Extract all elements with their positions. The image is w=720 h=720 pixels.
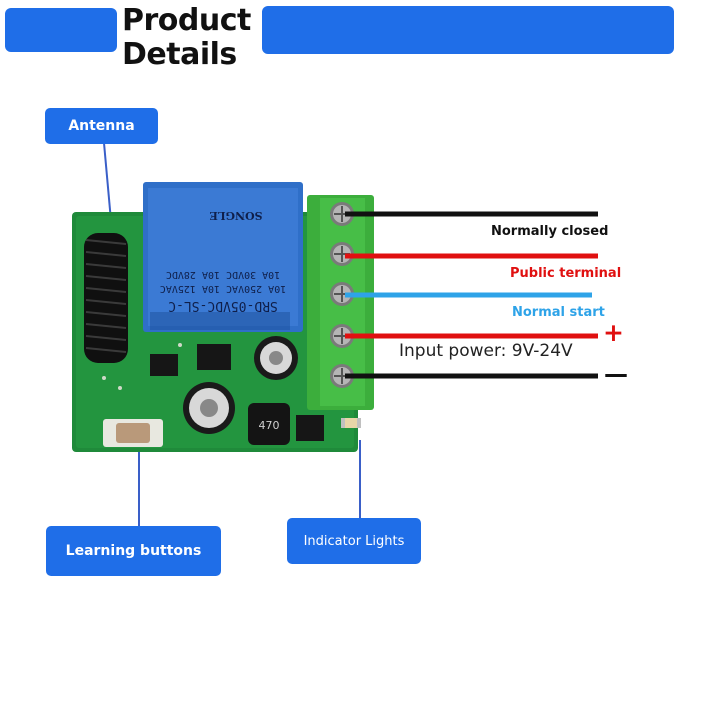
ic-chip-small: [150, 354, 178, 376]
terminal-block: [307, 195, 374, 410]
relay-rating-1: 10A 250VAC 10A 125VAC: [160, 283, 286, 294]
title-line-2: Details: [122, 37, 237, 72]
relay-model-text: SRD-05VDC-SL-C: [168, 298, 278, 313]
antenna-coil: [84, 233, 128, 363]
label-normally-closed: Normally closed: [491, 224, 609, 239]
negative-symbol: —: [604, 360, 628, 388]
header-bar-right: [262, 6, 674, 54]
capacitor-bottom: [183, 382, 235, 434]
ic-chip: [197, 344, 231, 370]
header-bar-left: [5, 8, 117, 52]
terminal-screw-4: [330, 324, 354, 348]
positive-symbol: +: [603, 318, 624, 347]
page-title: Product Details: [122, 4, 262, 72]
relay-brand-text: SONGLE: [209, 209, 262, 222]
title-line-1: Product: [122, 3, 251, 38]
callout-learning-buttons: Learning buttons: [46, 526, 221, 576]
terminal-screw-5: [330, 364, 354, 388]
learning-button-part: [103, 419, 163, 447]
terminal-screw-2: [330, 242, 354, 266]
label-normal-start: Normal start: [512, 305, 605, 320]
label-input-power: Input power: 9V-24V: [399, 341, 573, 361]
svg-text:470: 470: [259, 419, 280, 432]
label-public-terminal: Public terminal: [510, 266, 622, 281]
terminal-screw-1: [330, 202, 354, 226]
transistor-chip: [296, 415, 324, 441]
callout-indicator-lights: Indicator Lights: [287, 518, 421, 564]
inductor: 470: [248, 403, 290, 445]
indicator-led: [341, 418, 361, 428]
relay-rating-2: 10A 30VDC 10A 28VDC: [166, 269, 280, 280]
callout-antenna: Antenna: [45, 108, 158, 144]
capacitor-top: [254, 336, 298, 380]
relay-module: SRD-05VDC-SL-C 10A 250VAC 10A 125VAC 10A…: [143, 182, 303, 332]
